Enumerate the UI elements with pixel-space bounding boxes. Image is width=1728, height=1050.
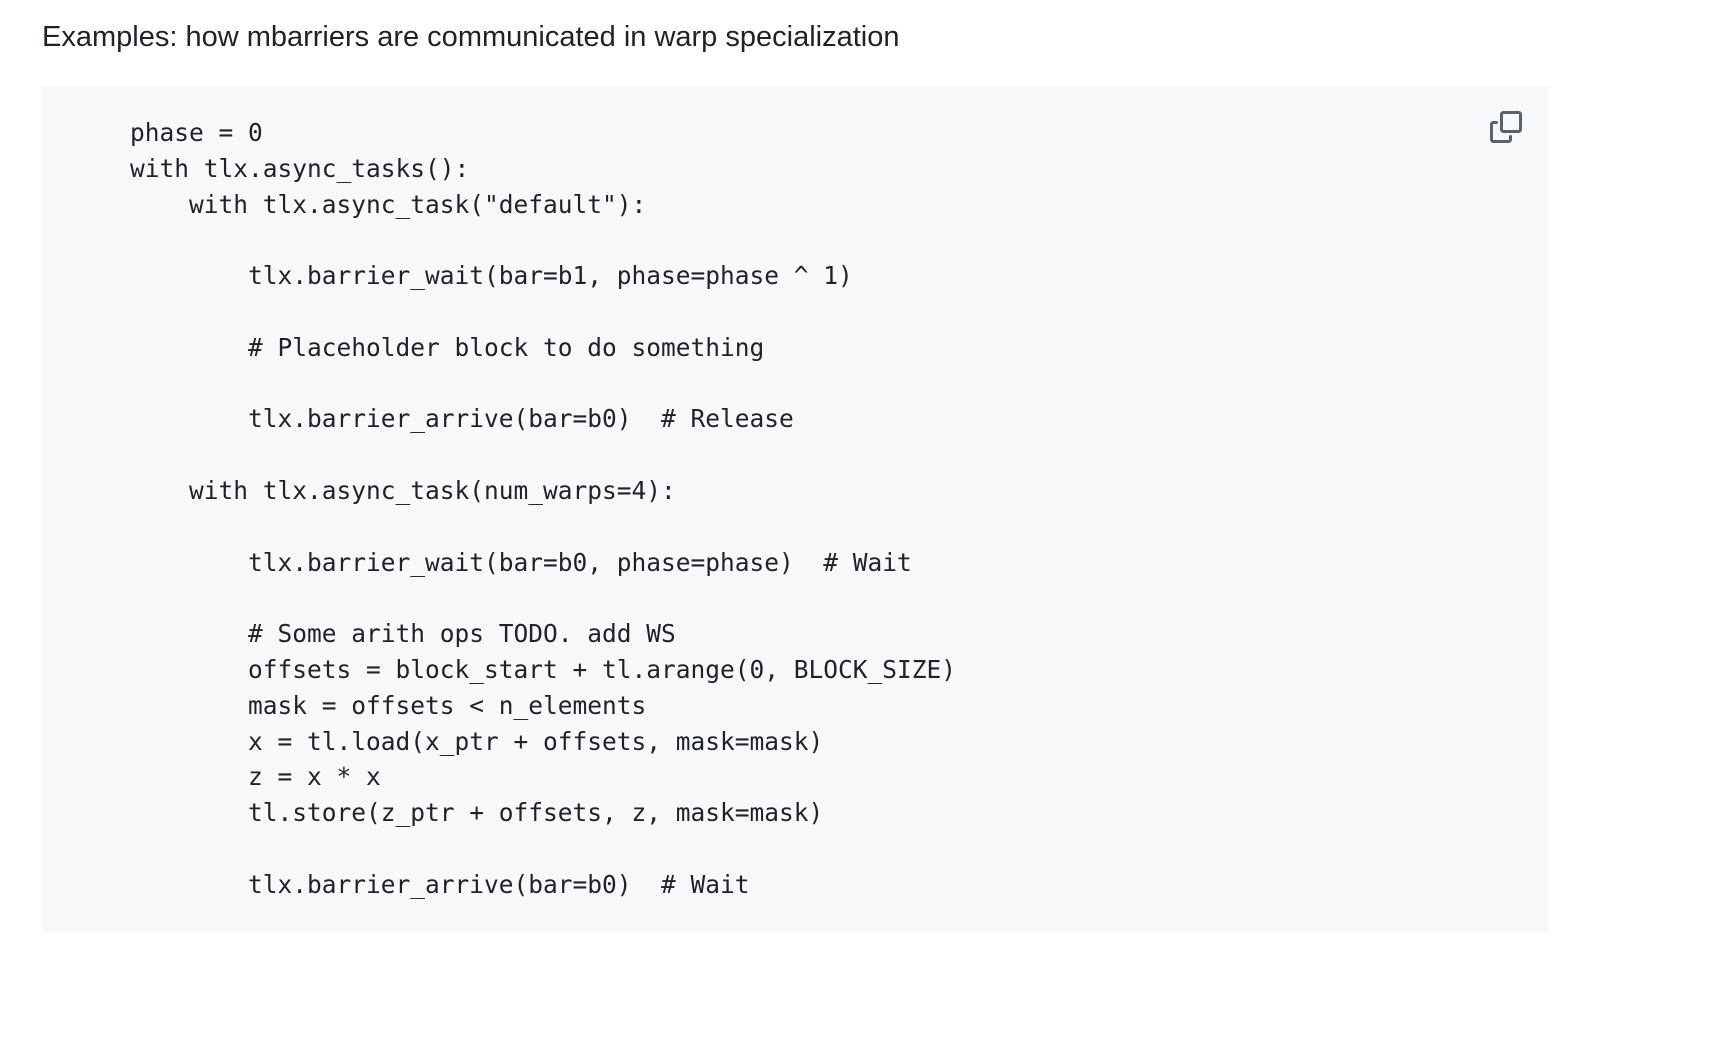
code-line: phase = 0 bbox=[130, 118, 263, 147]
code-line bbox=[130, 831, 956, 867]
code-line bbox=[130, 437, 956, 473]
copy-icon bbox=[1490, 111, 1522, 143]
code-content: phase = 0 with tlx.async_tasks(): with tl… bbox=[130, 115, 956, 903]
code-line: x = tl.load(x_ptr + offsets, mask=mask) bbox=[130, 726, 824, 756]
code-line: # Some arith ops TODO. add WS bbox=[130, 619, 676, 649]
code-line: with tlx.async_task("default"): bbox=[130, 189, 647, 219]
code-line: with tlx.async_tasks(): bbox=[130, 153, 470, 183]
code-line bbox=[130, 366, 956, 402]
code-line: tlx.barrier_wait(bar=b1, phase=phase ^ 1… bbox=[130, 261, 853, 291]
code-line bbox=[130, 580, 956, 616]
code-line bbox=[130, 509, 956, 545]
code-block: phase = 0 with tlx.async_tasks(): with tl… bbox=[42, 86, 1548, 932]
code-line: with tlx.async_task(num_warps=4): bbox=[130, 475, 676, 505]
code-line: tlx.barrier_arrive(bar=b0) # Release bbox=[130, 404, 794, 434]
code-line bbox=[130, 294, 956, 330]
code-line: mask = offsets < n_elements bbox=[130, 690, 647, 720]
code-line: tlx.barrier_arrive(bar=b0) # Wait bbox=[130, 869, 750, 899]
code-line: # Placeholder block to do something bbox=[130, 332, 765, 362]
code-line: tlx.barrier_wait(bar=b0, phase=phase) # … bbox=[130, 547, 912, 577]
code-line: z = x * x bbox=[130, 762, 381, 792]
code-line: tl.store(z_ptr + offsets, z, mask=mask) bbox=[130, 798, 824, 828]
copy-button[interactable] bbox=[1486, 107, 1526, 147]
code-line: offsets = block_start + tl.arange(0, BLO… bbox=[130, 654, 957, 684]
section-heading: Examples: how mbarriers are communicated… bbox=[42, 21, 900, 53]
code-line bbox=[130, 222, 956, 258]
